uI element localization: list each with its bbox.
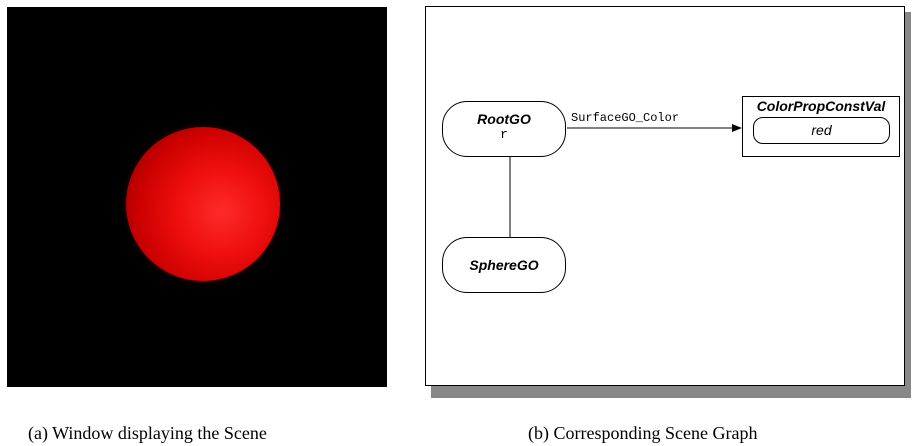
root-node: RootGO r bbox=[442, 101, 566, 157]
caption-graph: (b) Corresponding Scene Graph bbox=[528, 423, 758, 443]
property-node: ColorPropConstVal red bbox=[742, 96, 900, 157]
caption-window: (a) Window displaying the Scene bbox=[28, 423, 267, 443]
edge-label: SurfaceGO_Color bbox=[571, 111, 680, 125]
root-node-sub: r bbox=[500, 127, 508, 142]
sphere-node: SphereGO bbox=[442, 237, 566, 293]
red-sphere bbox=[126, 127, 280, 281]
scene-render-window bbox=[7, 7, 387, 387]
property-value: red bbox=[753, 117, 890, 144]
scene-graph-panel: RootGO r SurfaceGO_Color ColorPropConstV… bbox=[425, 6, 905, 386]
graph-edges bbox=[509, 124, 742, 237]
property-title: ColorPropConstVal bbox=[756, 98, 886, 114]
sphere-node-title: SphereGO bbox=[469, 257, 539, 273]
root-node-title: RootGO bbox=[477, 111, 531, 127]
